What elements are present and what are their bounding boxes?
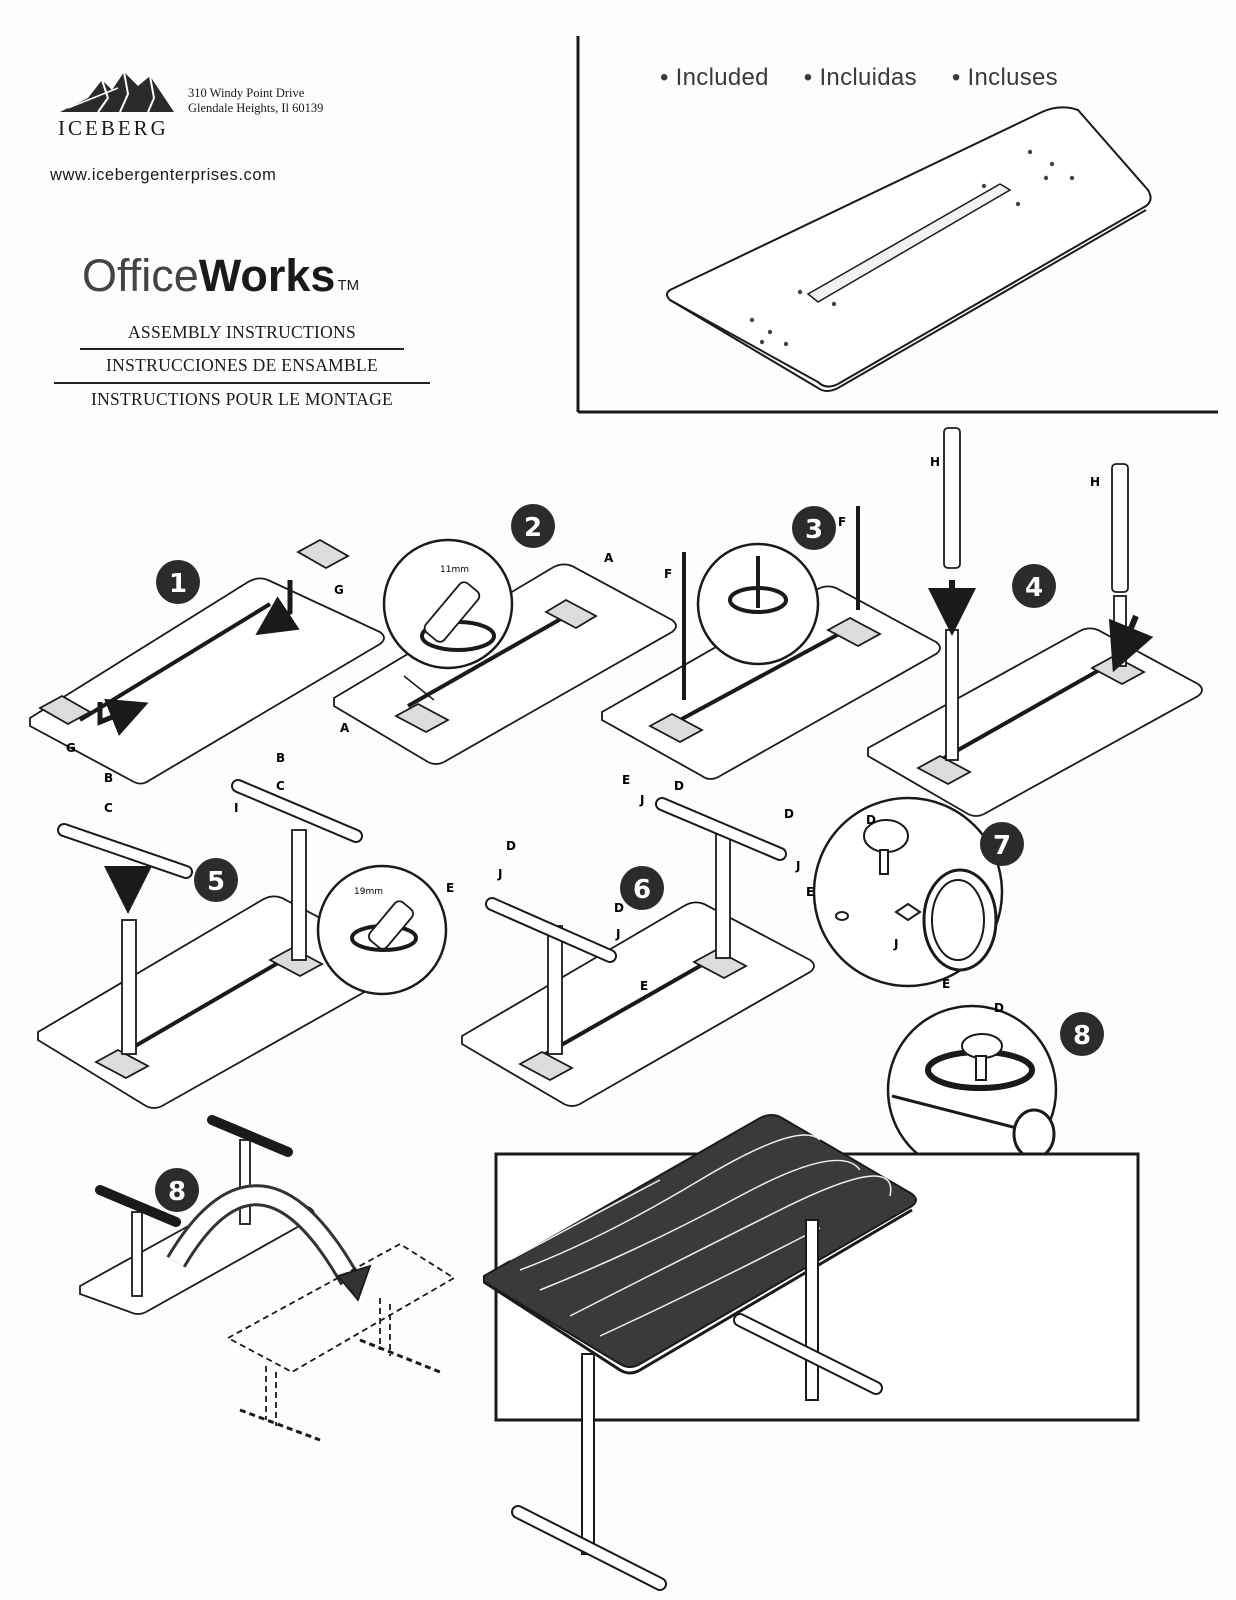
title-english: ASSEMBLY INSTRUCTIONS: [127, 322, 357, 342]
trademark-symbol: TM: [337, 277, 360, 294]
step-badges: 1 2 3 4 5 6 7 8 8: [155, 504, 1104, 1212]
brand-name-bold: Works: [198, 250, 336, 301]
part-label-d-4: D: [784, 807, 794, 821]
part-label-f-left: F: [664, 567, 672, 581]
part-label-h-right: H: [1090, 475, 1100, 489]
part-label-j-7: J: [893, 937, 898, 951]
part-label-e-4: E: [806, 885, 814, 899]
part-label-c-right: C: [276, 779, 285, 793]
website-url: www.icebergenterprises.com: [50, 166, 277, 184]
part-label-b-left: B: [104, 771, 113, 785]
title-french: INSTRUCTIONS POUR LE MONTAGE: [90, 389, 394, 409]
address-line-2: Glendale Heights, Il 60139: [188, 101, 324, 115]
part-label-d-1: D: [506, 839, 516, 853]
included-parts-panel: [576, 36, 1218, 414]
step-badge-5: [194, 858, 238, 902]
step-number-1: 1: [169, 569, 187, 599]
step-2-diagram: [333, 538, 677, 765]
part-label-d-8: D: [994, 1001, 1004, 1015]
step-badge-7: [980, 822, 1024, 866]
title-divider-1: [80, 348, 404, 350]
part-label-j-3: J: [639, 793, 644, 807]
company-address: 310 Windy Point Drive Glendale Heights, …: [188, 86, 323, 116]
part-label-e-1: E: [446, 881, 454, 895]
step-badge-8-flip: [155, 1168, 199, 1212]
step-badge-3: [792, 506, 836, 550]
part-label-j-4: J: [795, 859, 800, 873]
part-label-a-top: A: [604, 551, 614, 565]
step-number-4: 4: [1025, 573, 1043, 603]
part-label-a-bottom: A: [340, 721, 350, 735]
included-tabletop: [666, 106, 1152, 392]
iceberg-logo-wordmark: ICEBERG: [58, 116, 169, 140]
step-8-flip-diagram: [79, 1115, 456, 1442]
step-6-diagram: [461, 797, 815, 1107]
part-label-d-3: D: [674, 779, 684, 793]
brand-name-light: Office: [82, 250, 199, 301]
included-item-fr: • Incluses: [951, 64, 1058, 91]
step-badge-8-detail: [1060, 1012, 1104, 1056]
part-label-d-2: D: [614, 901, 624, 915]
part-label-e-2: E: [640, 979, 648, 993]
part-label-d-7: D: [866, 813, 876, 827]
part-label-e-3: E: [622, 773, 630, 787]
part-label-j-2: J: [615, 927, 620, 941]
part-label-b-right: B: [276, 751, 285, 765]
step-number-2: 2: [524, 513, 542, 543]
step-number-5: 5: [207, 867, 225, 897]
part-label-e-7: E: [942, 977, 950, 991]
step-badge-1: [156, 560, 200, 604]
step-3-diagram: [601, 506, 941, 780]
part-label-j-1: J: [497, 867, 502, 881]
step-4-diagram: [867, 427, 1203, 817]
step-badge-4: [1012, 564, 1056, 608]
title-spanish: INSTRUCCIONES DE ENSAMBLE: [106, 355, 378, 375]
wrench-size-19mm: 19mm: [354, 887, 383, 897]
step-number-8-detail: 8: [1073, 1021, 1091, 1051]
wrench-size-11mm: 11mm: [440, 565, 469, 575]
step-badge-2: [511, 504, 555, 548]
step-number-6: 6: [633, 875, 651, 905]
step-1-diagram: [29, 538, 385, 785]
included-item-es: • Incluidas: [803, 64, 917, 91]
part-label-i: I: [234, 801, 238, 815]
part-label-c-left: C: [104, 801, 113, 815]
title-divider-2: [54, 382, 430, 384]
step-8-detail: [886, 1004, 1058, 1176]
included-legend: • Included • Incluidas • Incluses: [660, 64, 1072, 92]
finished-table: [483, 1114, 917, 1591]
included-item-en: • Included: [660, 64, 769, 91]
step-number-3: 3: [805, 515, 823, 545]
part-label-g-bottom: G: [66, 741, 76, 755]
part-label-h-left: H: [930, 455, 940, 469]
step-7-detail: [812, 796, 1004, 988]
part-label-f-right: F: [838, 515, 846, 529]
step-5-diagram: [37, 779, 448, 1109]
step-number-7: 7: [993, 831, 1011, 861]
iceberg-mountain-logo-icon: [60, 71, 174, 113]
address-line-1: 310 Windy Point Drive: [188, 86, 305, 100]
step-number-8-flip: 8: [168, 1177, 186, 1207]
part-label-g-top: G: [334, 583, 344, 597]
step-badge-6: [620, 866, 664, 910]
